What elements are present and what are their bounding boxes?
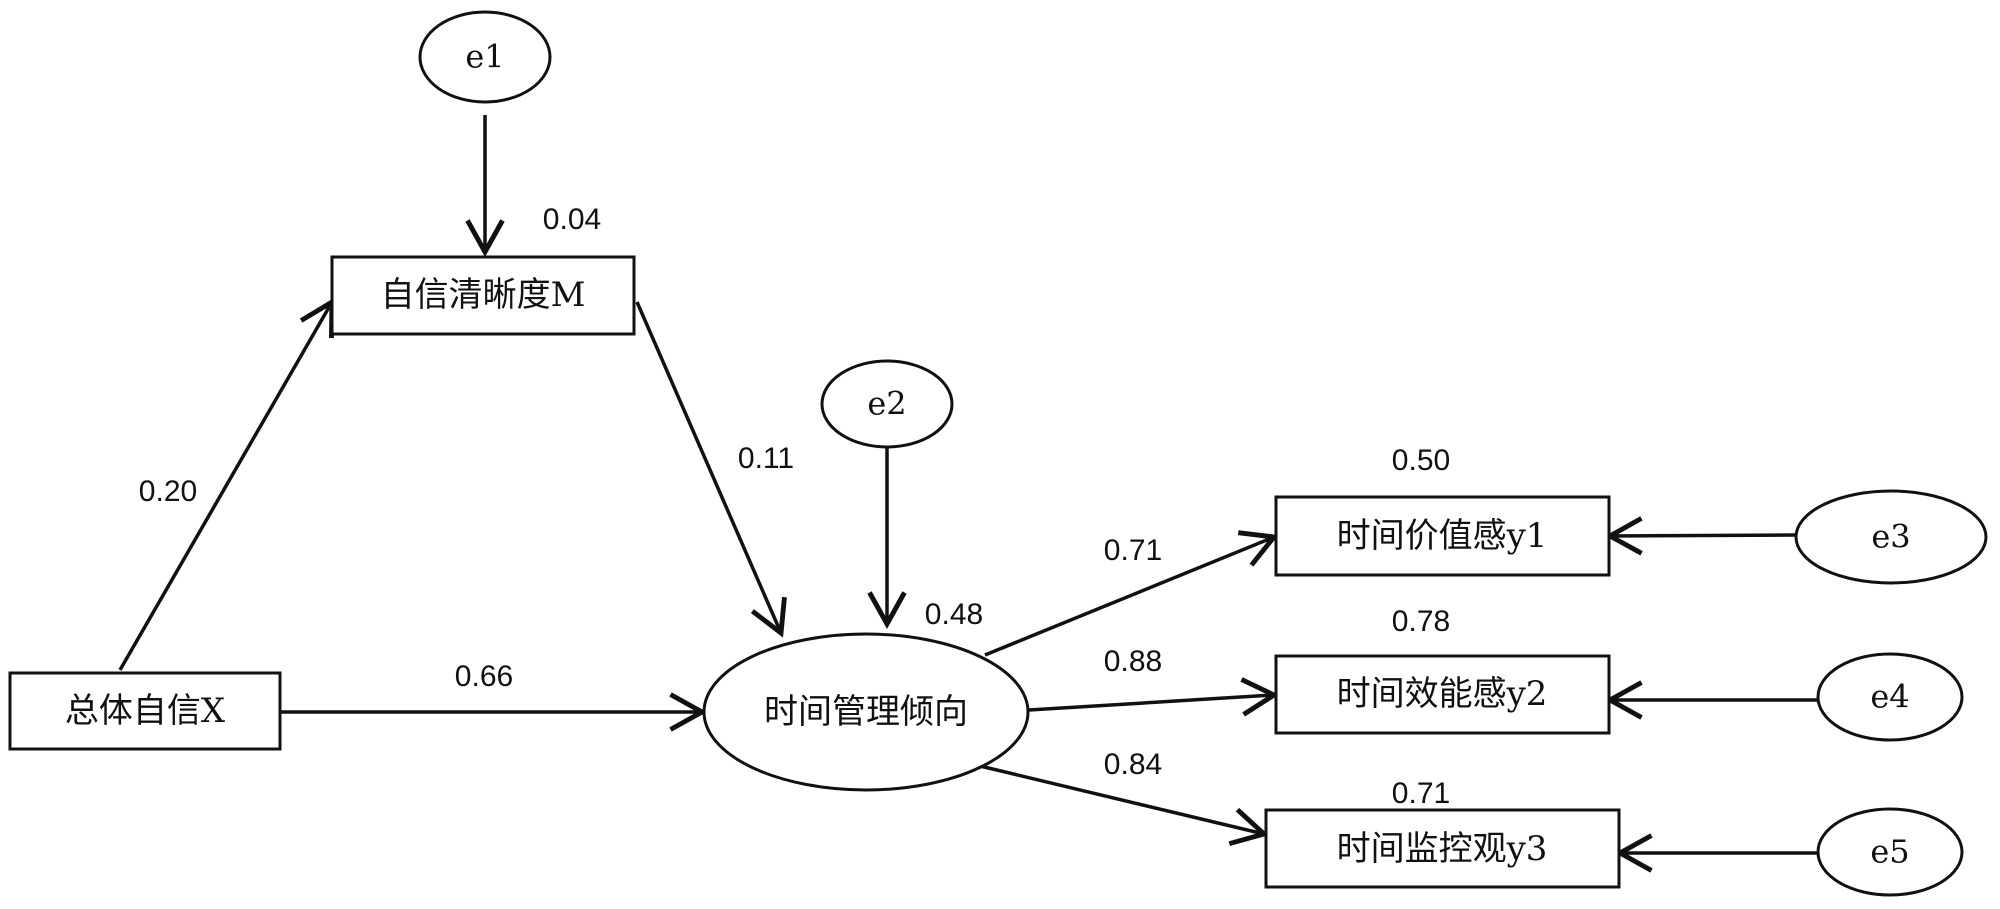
node-x-label: 总体自信X — [65, 691, 226, 731]
node-y3: 时间监控观y3 — [1264, 808, 1621, 889]
path-coefficients: 0.20 0.11 0.66 0.71 0.88 0.84 — [139, 442, 1162, 781]
r2-y3: 0.71 — [1392, 777, 1450, 810]
coef-tm-to-y2: 0.88 — [1104, 645, 1162, 678]
edge-tm-to-y1 — [984, 530, 1279, 657]
node-y2-shape — [1274, 654, 1611, 735]
r-squared-values: 0.04 0.48 0.50 0.78 0.71 — [543, 203, 1450, 810]
edge-e3-to-y1 — [1604, 516, 1796, 556]
observed-variables: 总体自信X 自信清晰度M 时间价值感y1 时间效能感y2 时间监控观y3 — [8, 255, 1621, 889]
edge-x-to-m — [118, 297, 335, 671]
node-y3-shape — [1264, 808, 1621, 889]
node-y2: 时间效能感y2 — [1274, 654, 1611, 735]
node-e5-shape — [1816, 807, 1964, 897]
node-e4: e4 — [1816, 652, 1964, 742]
node-x-shape — [8, 671, 282, 751]
coef-x-to-tm: 0.66 — [455, 660, 513, 693]
r2-tm: 0.48 — [925, 598, 983, 631]
node-e2-shape — [820, 359, 954, 449]
node-y1-shape — [1274, 495, 1611, 577]
edge-tm-to-y3 — [979, 764, 1269, 847]
node-y3-label: 时间监控观y3 — [1337, 829, 1548, 869]
node-m: 自信清晰度M — [330, 255, 636, 336]
node-e1-label: e1 — [465, 38, 504, 76]
node-e2: e2 — [820, 359, 954, 449]
node-tm-label: 时间管理倾向 — [764, 692, 968, 732]
node-e3: e3 — [1794, 489, 1988, 585]
node-tm: 时间管理倾向 — [702, 632, 1030, 792]
r2-m: 0.04 — [543, 203, 601, 236]
node-y1-label: 时间价值感y1 — [1337, 516, 1548, 556]
node-e5: e5 — [1816, 807, 1964, 897]
coef-x-to-m: 0.20 — [139, 475, 197, 508]
r2-y2: 0.78 — [1392, 605, 1450, 638]
node-m-shape — [330, 255, 636, 336]
node-e5-label: e5 — [1870, 833, 1909, 871]
node-e1-shape — [418, 10, 552, 104]
node-e1: e1 — [418, 10, 552, 104]
node-e4-label: e4 — [1870, 678, 1909, 716]
coef-tm-to-y3: 0.84 — [1104, 748, 1162, 781]
node-y2-label: 时间效能感y2 — [1337, 674, 1548, 714]
node-e3-label: e3 — [1871, 518, 1910, 556]
edge-tm-to-y2 — [1028, 677, 1280, 717]
node-e4-shape — [1816, 652, 1964, 742]
node-x: 总体自信X — [8, 671, 282, 751]
edge-m-to-tm — [635, 301, 787, 638]
coef-m-to-tm: 0.11 — [738, 442, 794, 475]
node-m-label: 自信清晰度M — [381, 275, 586, 315]
error-terms: e1 e2 e3 e4 e5 — [418, 10, 1988, 897]
latent-variable: 时间管理倾向 — [702, 632, 1030, 792]
node-tm-shape — [702, 632, 1030, 792]
node-e3-shape — [1794, 489, 1988, 585]
r2-y1: 0.50 — [1392, 444, 1450, 477]
coef-tm-to-y1: 0.71 — [1104, 534, 1162, 567]
node-y1: 时间价值感y1 — [1274, 495, 1611, 577]
edges — [118, 115, 1818, 873]
node-e2-label: e2 — [867, 385, 906, 423]
